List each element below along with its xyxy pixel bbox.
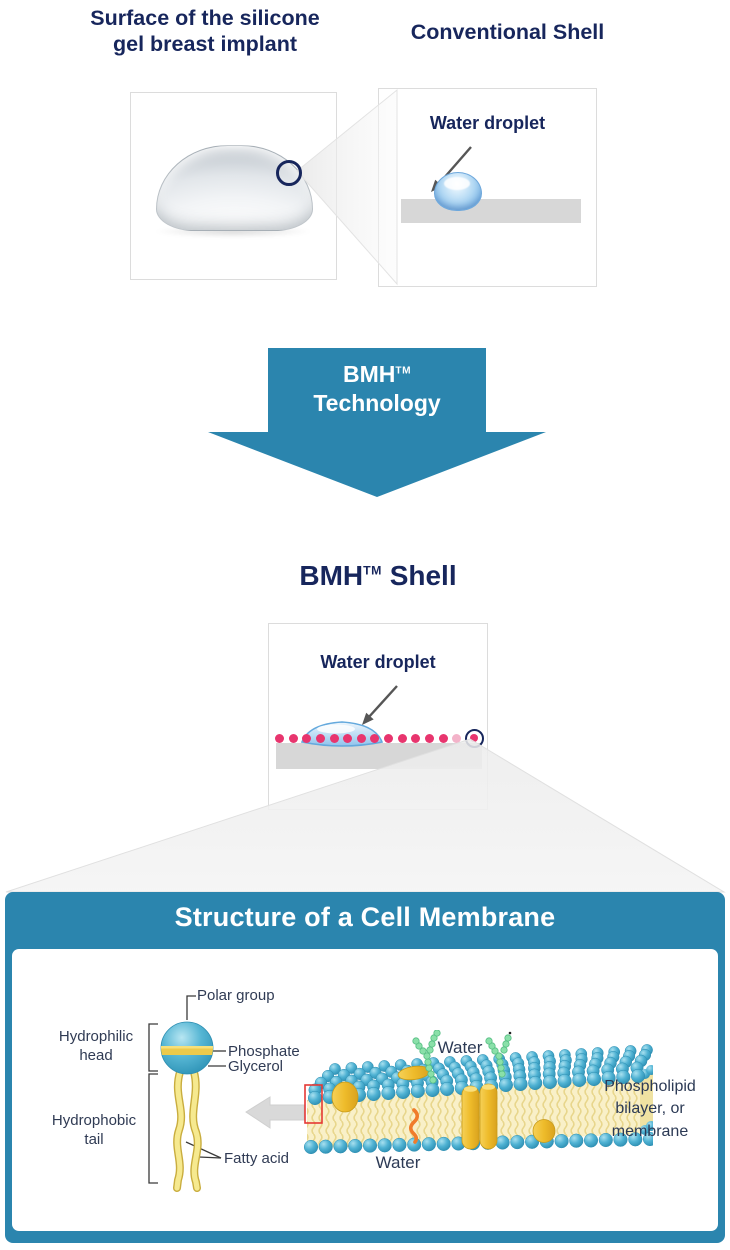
bmh-brand-text: BMH (299, 560, 364, 591)
water-droplet-bead (434, 172, 482, 211)
surface-dot (302, 733, 312, 743)
surface-dot (288, 733, 298, 743)
phospholipid-bilayer-diagram (303, 1030, 653, 1155)
carbohydrate-chain (412, 1030, 441, 1084)
bmh-shell-box: Water droplet (268, 623, 488, 810)
membrane-protein-blob (532, 1119, 556, 1143)
trademark-sup: TM (395, 365, 411, 377)
surface-dot (315, 733, 325, 743)
technology-text: Technology (313, 389, 441, 416)
surface-dot (370, 733, 380, 743)
surface-dot (425, 733, 435, 743)
surface-dot (275, 733, 284, 743)
droplet-gloss (444, 177, 470, 190)
phospholipid-highlight-rect (304, 1084, 323, 1124)
channel-protein (461, 1083, 498, 1150)
carbohydrate-chain (485, 1031, 512, 1078)
phosphate-band (161, 1046, 213, 1055)
water-droplet-label: Water droplet (320, 652, 436, 672)
magnifier-circle-icon (276, 160, 302, 186)
implant-image-box (130, 92, 337, 280)
membrane-panel-title: Structure of a Cell Membrane (174, 902, 556, 932)
fatty-acid-label: Fatty acid (224, 1150, 290, 1167)
surface-dot (438, 733, 448, 743)
surface-dot (384, 733, 394, 743)
water-top-label: Water (437, 1038, 483, 1057)
surface-dot (411, 733, 421, 743)
conventional-shell-title: Conventional Shell (410, 20, 605, 44)
bilayer-right-face (640, 1068, 653, 1134)
phospholipid-diagram (160, 1021, 214, 1192)
surface-dot (470, 734, 479, 742)
membrane-connector-lines (148, 995, 305, 1184)
trademark-sup: TM (363, 563, 382, 578)
surface-dot (343, 733, 353, 743)
bilayer-caption: Phospholipid bilayer, or membrane (604, 1078, 696, 1140)
hydrophobic-tail-label: Hydrophobic tail (51, 1112, 137, 1148)
down-arrow-shape (208, 348, 546, 497)
left-block-arrow-icon (245, 1096, 305, 1129)
breast-implant-image (156, 145, 313, 231)
glycerol-label: Glycerol (228, 1058, 284, 1075)
water-bottom-label: Water (375, 1153, 421, 1172)
bmh-technology-label: BMHTM Technology (268, 360, 486, 418)
hydrophobic-tails (173, 1068, 202, 1192)
shell-text: Shell (381, 560, 457, 591)
surface-dot (329, 733, 339, 743)
implant-surface-title: Surface of the silicone gel breast impla… (90, 6, 320, 56)
surface-dot (452, 733, 462, 743)
pointer-arrow-icon (431, 146, 472, 192)
bmh-shell-title: BMHTM Shell (238, 560, 518, 592)
surface-dot (356, 733, 366, 743)
polar-group-label: Polar group (197, 987, 275, 1004)
surface-dot (397, 733, 407, 743)
hydrophilic-head-label: Hydrophilic head (58, 1028, 134, 1064)
membrane-panel-body: Polar group Phosphate Glycerol Hydrophil… (12, 949, 718, 1231)
membrane-protein-blob (331, 1081, 359, 1113)
water-droplet-label: Water droplet (429, 113, 546, 133)
pointer-arrow-icon (362, 685, 398, 725)
bmh-brand-text: BMH (343, 361, 396, 387)
orange-lipid-squiggle (408, 1108, 420, 1144)
conventional-shell-box: Water droplet (378, 88, 597, 287)
shell-surface (401, 199, 581, 223)
phosphate-label: Phosphate (228, 1043, 300, 1060)
cell-membrane-panel: Structure of a Cell Membrane (5, 892, 725, 1243)
